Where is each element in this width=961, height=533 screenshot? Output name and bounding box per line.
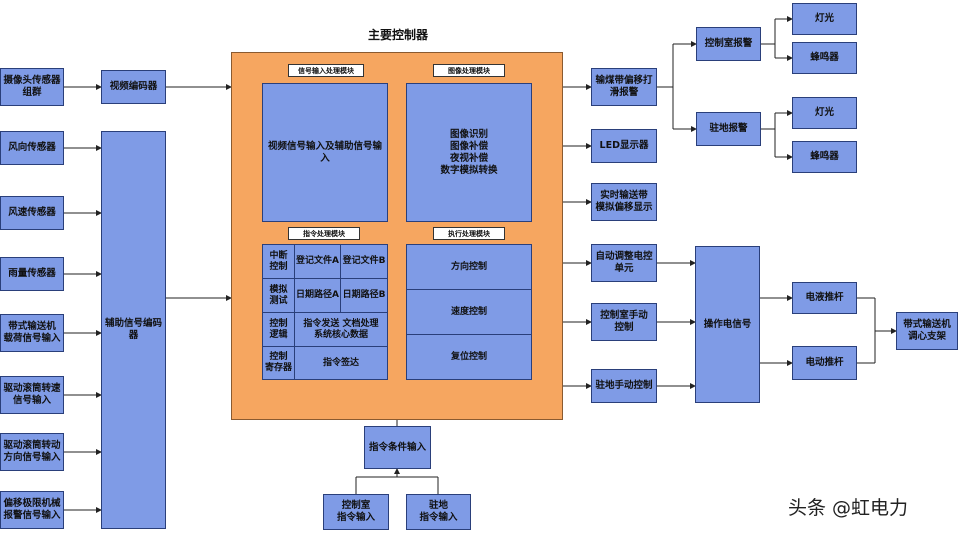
realtime-deviation-display: 实时输送带 模拟偏移显示: [591, 183, 657, 221]
camera-sensor-group: 摄像头传感器 组群: [0, 68, 64, 106]
control-room-command-input: 控制室 指令输入: [323, 494, 389, 530]
cell-speed-control: 速度控制: [407, 290, 531, 335]
control-room-alarm: 控制室报警: [696, 27, 761, 61]
signal-module-tag: 信号输入处理模块: [288, 64, 364, 77]
light-2: 灯光: [792, 97, 857, 129]
command-condition-input: 指令条件输入: [364, 426, 431, 469]
wind-speed-sensor: 风速传感器: [0, 196, 64, 230]
cell-direction-control: 方向控制: [407, 245, 531, 290]
rain-sensor: 雨量传感器: [0, 257, 64, 291]
execution-module: 方向控制 速度控制 复位控制: [406, 244, 532, 380]
cell-interrupt-control: 中断 控制: [263, 245, 295, 279]
cell-register-file-b: 登记文件B: [341, 245, 387, 279]
station-manual-control: 驻地手动控制: [591, 369, 657, 403]
signal-input-module: 视频信号输入及辅助信号输入: [262, 83, 388, 222]
belt-load-input: 带式输送机 载荷信号输入: [0, 314, 64, 352]
cell-register-file-a: 登记文件A: [295, 245, 341, 279]
cell-sim-test: 模拟 测试: [263, 279, 295, 313]
diagram-title: 主要控制器: [368, 28, 429, 42]
cell-date-path-a: 日期路径A: [295, 279, 341, 313]
drum-speed-input: 驱动滚筒转速 信号输入: [0, 376, 64, 414]
watermark: 头条 @虹电力: [788, 497, 909, 519]
cell-date-path-b: 日期路径B: [341, 279, 387, 313]
image-processing-module: 图像识别 图像补偿 夜视补偿 数字模拟转换: [406, 83, 532, 222]
led-display: LED显示器: [591, 129, 657, 163]
electro-hydraulic-pusher: 电液推杆: [792, 282, 857, 314]
buzzer-1: 蜂鸣器: [792, 42, 857, 74]
video-encoder: 视频编码器: [101, 70, 166, 104]
deviation-alarm-input: 偏移极限机械 报警信号输入: [0, 491, 64, 529]
buzzer-2: 蜂鸣器: [792, 141, 857, 173]
image-module-tag: 图像处理模块: [433, 64, 505, 77]
control-room-manual: 控制室手动 控制: [591, 303, 657, 341]
electric-pusher: 电动推杆: [792, 346, 857, 380]
light-1: 灯光: [792, 3, 857, 35]
command-processing-module: 中断 控制 登记文件A 登记文件B 模拟 测试 日期路径A 日期路径B 控制 逻…: [262, 244, 388, 380]
cell-command-dispatch: 指令发送 文档处理 系统核心数据: [295, 313, 387, 347]
belt-deviation-alarm: 输煤带偏移打 滑报警: [591, 68, 657, 106]
execution-module-tag: 执行处理模块: [433, 227, 505, 240]
aux-signal-encoder: 辅助信号编码 器: [101, 131, 166, 529]
station-alarm: 驻地报警: [696, 112, 761, 146]
cell-reset-control: 复位控制: [450, 351, 487, 362]
wind-direction-sensor: 风向传感器: [0, 131, 64, 165]
cell-control-register: 控制 寄存器: [263, 347, 295, 379]
cell-control-logic: 控制 逻辑: [263, 313, 295, 347]
belt-self-aligning-bracket: 带式输送机 调心支架: [896, 312, 958, 350]
cell-command-delivered: 指令签达: [322, 357, 359, 368]
command-module-tag: 指令处理模块: [288, 227, 360, 240]
drum-direction-input: 驱动滚筒转动 方向信号输入: [0, 433, 64, 471]
operation-signal: 操作电信号: [695, 246, 760, 403]
auto-adjust-unit: 自动调整电控 单元: [591, 244, 657, 282]
station-command-input: 驻地 指令输入: [406, 494, 471, 530]
